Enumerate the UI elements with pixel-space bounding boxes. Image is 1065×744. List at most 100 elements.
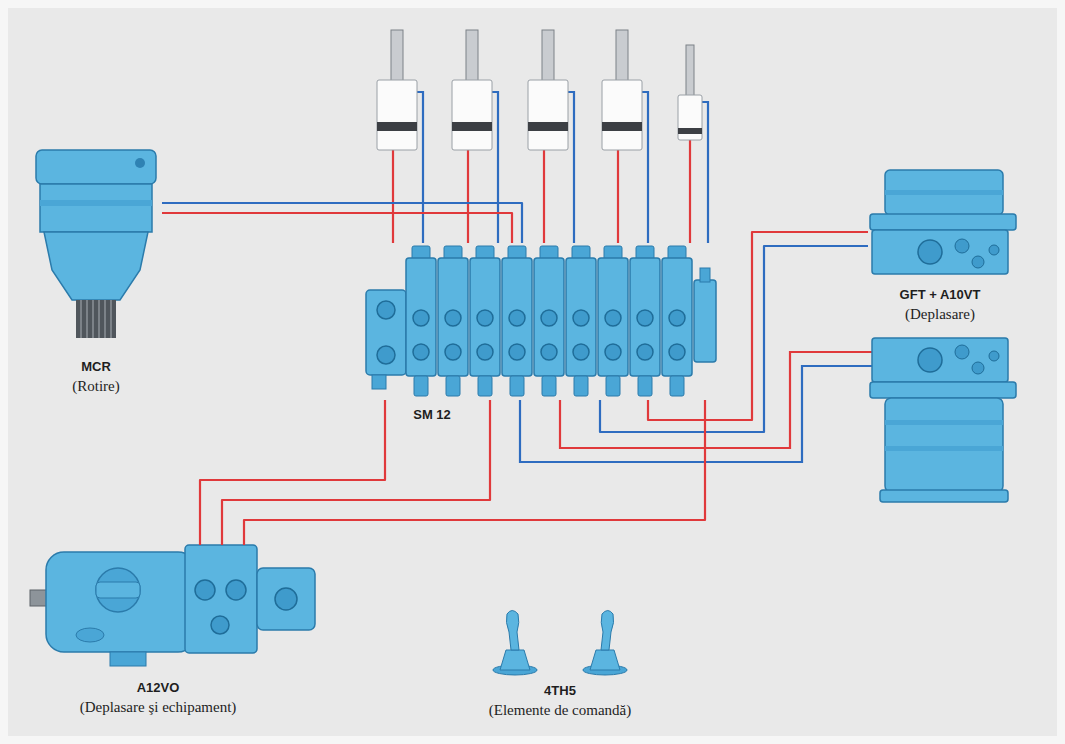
control-valve-block — [372, 375, 386, 389]
travel-motor — [989, 351, 999, 361]
control-valve-block — [630, 246, 660, 396]
variable-pump — [96, 568, 140, 612]
hydraulic-line — [162, 203, 522, 243]
component-function: (Deplasare şi echipament) — [80, 698, 237, 718]
swing-motor — [40, 200, 152, 206]
travel-motor-wires — [520, 366, 872, 462]
background-frame — [4, 4, 1061, 740]
hydraulic-cylinder — [678, 95, 702, 140]
cylinder-wires — [392, 150, 394, 243]
travel-motor — [972, 256, 984, 268]
swing-motor — [44, 232, 148, 300]
control-valve-block — [366, 246, 716, 396]
control-valve-block — [502, 246, 532, 396]
component-area: SM 12 — [362, 243, 720, 400]
hydraulic-line — [244, 400, 705, 545]
variable-pump — [275, 588, 297, 610]
control-valve-block — [566, 246, 596, 396]
swing-motor — [40, 184, 152, 232]
hydraulic-line — [600, 246, 868, 432]
variable-pump — [46, 552, 196, 652]
travel-motor — [885, 190, 1003, 195]
travel-motor — [880, 490, 1008, 502]
control-valve-block — [534, 246, 564, 396]
variable-pump — [30, 545, 315, 666]
component-function: (Elemente de comandă) — [489, 701, 631, 721]
travel-motor — [872, 338, 1008, 382]
cylinder-wires — [417, 92, 423, 243]
swing-motor — [135, 158, 145, 168]
component-caption: SM 12 — [413, 406, 451, 425]
cylinder-wires — [467, 150, 469, 243]
swing-motor — [36, 150, 156, 184]
control-valve-block — [438, 246, 468, 396]
hydraulic-cylinder — [377, 30, 702, 150]
cylinder-wires — [492, 92, 498, 243]
travel-motor — [872, 230, 1008, 274]
hydraulic-cylinder — [678, 128, 702, 134]
cylinder-wires — [642, 92, 648, 243]
travel-motor — [955, 345, 969, 359]
variable-pump — [185, 545, 257, 653]
cylinder-wires — [689, 140, 691, 243]
control-valve-block — [377, 346, 395, 364]
component-code: GFT + A10VT — [900, 286, 981, 305]
component-caption: GFT + A10VT(Deplasare) — [900, 286, 981, 324]
swing-motor — [76, 300, 116, 338]
component-code: MCR — [72, 358, 119, 377]
control-valve-block — [470, 246, 500, 396]
travel-motor — [870, 214, 1016, 230]
component-code: 4TH5 — [489, 682, 631, 701]
variable-pump — [96, 582, 140, 598]
component-caption: MCR(Rotire) — [72, 358, 119, 396]
control-valve-block — [694, 280, 716, 362]
hydraulic-cylinder — [528, 30, 568, 150]
control-valve-block — [700, 268, 710, 282]
cylinder-wires — [568, 92, 574, 243]
travel-motor — [885, 446, 1003, 451]
travel-motor — [885, 170, 1003, 215]
travel-motor — [870, 170, 1016, 274]
control-valve-block — [598, 246, 628, 396]
variable-pump — [211, 616, 229, 634]
control-valve-block — [662, 246, 692, 396]
travel-motor — [918, 240, 942, 264]
control-valve-block — [366, 290, 406, 375]
component-code: SM 12 — [413, 406, 451, 425]
component-function: (Deplasare) — [900, 305, 981, 325]
travel-motor — [885, 420, 1003, 425]
hydraulic-line — [648, 232, 868, 420]
hydraulic-cylinder — [602, 30, 642, 150]
joystick — [493, 611, 537, 676]
cylinder-wires — [617, 150, 619, 243]
joystick — [583, 611, 627, 676]
joystick — [493, 611, 627, 676]
hydraulic-cylinder — [377, 30, 417, 150]
travel-motor — [918, 348, 942, 372]
swing-motor — [36, 150, 156, 338]
cylinder-wires — [543, 150, 545, 243]
control-valve-block — [377, 301, 395, 319]
variable-pump — [110, 652, 146, 666]
hydraulic-cylinder — [452, 30, 492, 150]
variable-pump — [195, 580, 215, 600]
travel-motor — [870, 338, 1016, 502]
variable-pump — [226, 580, 246, 600]
hydraulic-cylinder — [686, 45, 694, 97]
travel-motor — [885, 398, 1003, 492]
travel-motor — [989, 245, 999, 255]
hydraulic-line — [162, 213, 512, 243]
travel-motor — [972, 362, 984, 374]
component-area: MCR(Rotire) — [30, 148, 162, 338]
hydraulic-line — [200, 400, 385, 545]
control-valve-block — [406, 246, 436, 396]
component-code: A12VO — [80, 679, 237, 698]
component-caption: 4TH5(Elemente de comandă) — [489, 682, 631, 720]
variable-pump — [257, 568, 315, 630]
hydraulic-line — [222, 400, 490, 545]
swing-motor — [81, 300, 111, 338]
component-function: (Rotire) — [72, 377, 119, 397]
